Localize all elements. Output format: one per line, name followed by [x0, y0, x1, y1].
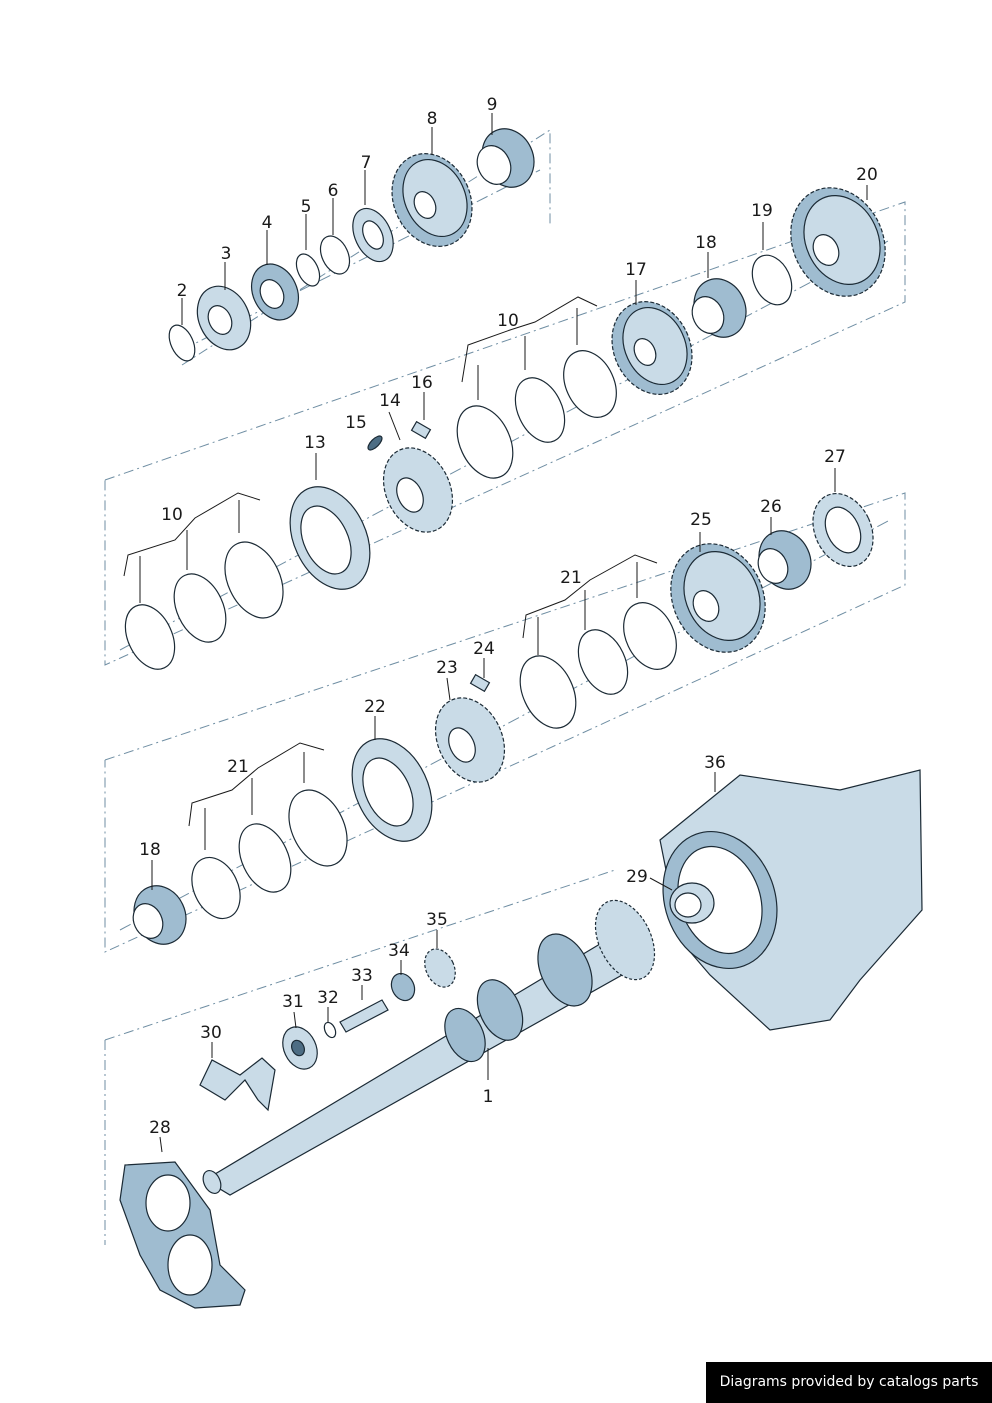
part-15-spring[interactable]	[366, 434, 384, 452]
callout-19: 19	[751, 201, 773, 221]
part-10-synchro-rings-left[interactable]	[116, 533, 295, 677]
part-4-bearing[interactable]	[243, 256, 307, 327]
callout-25: 25	[690, 510, 712, 530]
part-13-sleeve[interactable]	[275, 474, 386, 602]
part-3-bearing[interactable]	[187, 278, 260, 359]
callout-33: 33	[351, 966, 373, 986]
callout-5: 5	[301, 197, 312, 217]
part-18-needle-bearing-upper[interactable]	[685, 270, 756, 346]
callout-15: 15	[345, 413, 367, 433]
part-24-key[interactable]	[469, 673, 491, 693]
credit-banner: Diagrams provided by catalogs parts	[706, 1362, 992, 1403]
callout-18-upper: 18	[695, 233, 717, 253]
part-30-shift-fork[interactable]	[199, 1057, 276, 1112]
callout-1: 1	[483, 1087, 494, 1107]
callout-29: 29	[626, 867, 648, 887]
callout-22: 22	[364, 697, 386, 717]
callout-24: 24	[473, 639, 495, 659]
part-9-needle-bearing[interactable]	[471, 120, 543, 196]
part-14-synchro-hub[interactable]	[370, 437, 465, 544]
part-19-ring[interactable]	[745, 249, 800, 311]
part-17-gear[interactable]	[597, 288, 706, 407]
part-29-bearing[interactable]	[669, 882, 715, 924]
callout-10-right: 10	[497, 311, 519, 331]
callout-17: 17	[625, 260, 647, 280]
callout-10-left: 10	[161, 505, 183, 525]
callout-13: 13	[304, 433, 326, 453]
callout-27: 27	[824, 447, 846, 467]
callout-34: 34	[388, 941, 410, 961]
part-8-gear[interactable]	[377, 140, 486, 259]
callout-26: 26	[760, 497, 782, 517]
callout-28: 28	[149, 1118, 171, 1138]
part-34-needle-bearing[interactable]	[387, 970, 419, 1005]
part-22-sleeve[interactable]	[337, 726, 448, 854]
callout-36: 36	[704, 753, 726, 773]
part-2-circlip[interactable]	[164, 321, 200, 365]
callout-21-left: 21	[227, 757, 249, 777]
callout-4: 4	[262, 213, 273, 233]
callout-23: 23	[436, 658, 458, 678]
callout-32: 32	[317, 988, 339, 1008]
part-21-synchro-rings-left[interactable]	[183, 781, 359, 927]
callout-30: 30	[200, 1023, 222, 1043]
callout-3: 3	[221, 244, 232, 264]
callout-2: 2	[177, 281, 188, 301]
part-5-circlip[interactable]	[292, 250, 324, 289]
part-28-gasket[interactable]	[119, 1161, 246, 1309]
callout-9: 9	[487, 95, 498, 115]
part-1-main-shaft[interactable]	[200, 891, 667, 1196]
part-32-ring[interactable]	[322, 1021, 338, 1040]
part-16-key[interactable]	[410, 420, 432, 440]
part-35-gear[interactable]	[419, 944, 461, 992]
part-25-gear[interactable]	[654, 528, 783, 668]
callout-18-lower: 18	[139, 840, 161, 860]
part-33-pin[interactable]	[339, 999, 389, 1033]
callout-8: 8	[427, 109, 438, 129]
callout-16: 16	[411, 373, 433, 393]
callout-31: 31	[282, 992, 304, 1012]
part-36-gearbox-housing[interactable]	[644, 769, 923, 1031]
callout-20: 20	[856, 165, 878, 185]
leader-lines	[123, 113, 868, 1153]
part-21-synchro-rings-right[interactable]	[509, 594, 686, 737]
part-7-synchro-ring[interactable]	[345, 202, 401, 268]
part-26-needle-bearing[interactable]	[750, 522, 821, 598]
part-27-ring-gear[interactable]	[802, 484, 885, 577]
callout-labels: 2 3 4 5 6 7 8 9 10 10 13 14 15 16 17 18 …	[139, 95, 878, 1138]
part-20-gear[interactable]	[774, 172, 903, 312]
callout-7: 7	[361, 153, 372, 173]
part-23-synchro-hub[interactable]	[422, 687, 517, 794]
callout-35: 35	[426, 910, 448, 930]
part-18-needle-bearing-lower[interactable]	[125, 877, 196, 953]
callout-14: 14	[379, 391, 401, 411]
part-6-ring[interactable]	[315, 231, 355, 278]
part-31-bracket[interactable]	[276, 1021, 324, 1074]
callout-6: 6	[328, 181, 339, 201]
callout-21-right: 21	[560, 568, 582, 588]
part-10-synchro-rings-right[interactable]	[446, 342, 626, 487]
